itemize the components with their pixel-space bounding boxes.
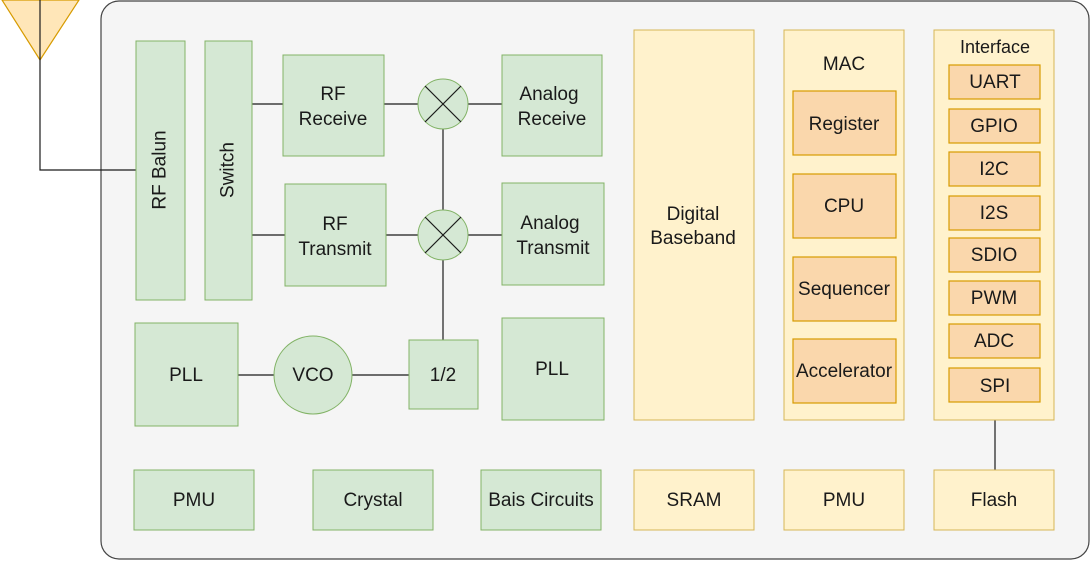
rf-balun-label: RF Balun (150, 130, 171, 209)
digital-baseband-label-line1: Digital (667, 204, 720, 225)
analog-transmit-label-line2: Transmit (516, 238, 590, 259)
vco-label: VCO (292, 365, 333, 386)
digital-baseband-label-line2: Baseband (650, 228, 736, 249)
interface-i2c-label: I2C (979, 159, 1009, 180)
pmu-right-block: PMU (783, 469, 905, 531)
mac-title: MAC (823, 54, 865, 75)
interface-block: Interface UART GPIO I2C I2S SDIO PWM ADC (933, 29, 1055, 421)
rf-transmit-label-line2: Transmit (298, 239, 372, 260)
rf-transmit-block: RF Transmit (284, 183, 387, 287)
interface-adc-label: ADC (974, 331, 1014, 352)
rf-balun-block: RF Balun (135, 40, 186, 301)
mac-cpu-label: CPU (824, 196, 864, 217)
interface-spi-label: SPI (980, 376, 1011, 397)
bias-circuits-block: Bais Circuits (480, 469, 602, 531)
mixer-icon (417, 78, 469, 130)
mac-block: MAC Register CPU Sequencer Accelerator (783, 29, 905, 421)
rf-receive-block: RF Receive (282, 54, 385, 157)
interface-spi-block: SPI (948, 367, 1041, 403)
rf-transmit-label-line1: RF (322, 214, 347, 235)
interface-uart-block: UART (948, 64, 1041, 100)
antenna-icon (1, 0, 80, 62)
sram-label: SRAM (667, 490, 722, 511)
pll-right-block: PLL (501, 317, 605, 421)
mac-accelerator-block: Accelerator (792, 338, 897, 404)
flash-label: Flash (971, 490, 1017, 511)
interface-pwm-label: PWM (971, 288, 1017, 309)
rf-receive-label-line1: RF (320, 84, 345, 105)
digital-baseband-block: Digital Baseband (633, 29, 755, 421)
vco-block: VCO (273, 335, 353, 415)
antenna-feed-line (39, 60, 136, 171)
interface-gpio-label: GPIO (970, 116, 1018, 137)
interface-sdio-block: SDIO (948, 237, 1041, 273)
pmu-left-block: PMU (133, 469, 255, 531)
mac-sequencer-label: Sequencer (798, 279, 891, 300)
interface-i2s-label: I2S (980, 203, 1009, 224)
interface-title: Interface (960, 37, 1030, 57)
mac-accelerator-label: Accelerator (796, 361, 893, 382)
switch-label: Switch (218, 142, 239, 198)
mac-cpu-block: CPU (792, 173, 897, 239)
switch-block: Switch (204, 40, 253, 301)
mac-register-block: Register (792, 90, 897, 156)
interface-uart-label: UART (969, 72, 1021, 93)
bias-circuits-label: Bais Circuits (488, 490, 594, 511)
interface-i2s-block: I2S (948, 195, 1041, 231)
mac-sequencer-block: Sequencer (792, 256, 897, 322)
interface-adc-block: ADC (948, 323, 1041, 359)
interface-pwm-block: PWM (948, 280, 1041, 316)
analog-receive-block: Analog Receive (501, 54, 603, 157)
analog-receive-label-line2: Receive (518, 109, 587, 130)
rf-receive-label-line2: Receive (299, 109, 368, 130)
pll-left-block: PLL (134, 322, 239, 427)
mixer-icon (417, 209, 469, 261)
pmu-right-label: PMU (823, 490, 865, 511)
interface-sdio-label: SDIO (971, 245, 1017, 266)
pll-right-label: PLL (535, 359, 569, 380)
pll-left-label: PLL (169, 365, 203, 386)
mac-register-label: Register (809, 114, 880, 135)
pmu-left-label: PMU (173, 490, 215, 511)
interface-i2c-block: I2C (948, 151, 1041, 187)
divider-label: 1/2 (430, 365, 456, 386)
sram-block: SRAM (633, 469, 755, 531)
flash-block: Flash (933, 469, 1055, 531)
analog-transmit-block: Analog Transmit (501, 182, 605, 286)
divider-block: 1/2 (408, 339, 479, 410)
crystal-label: Crystal (343, 490, 402, 511)
analog-receive-label-line1: Analog (519, 84, 578, 105)
analog-transmit-label-line1: Analog (520, 213, 579, 234)
crystal-block: Crystal (312, 469, 434, 531)
interface-gpio-block: GPIO (948, 108, 1041, 144)
